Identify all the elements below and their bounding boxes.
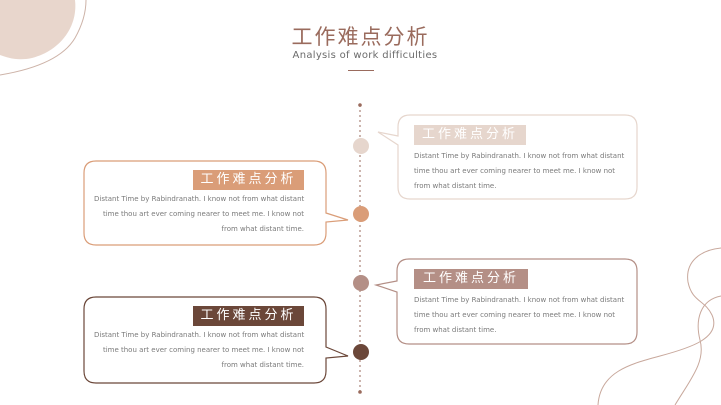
title-underline bbox=[348, 70, 374, 71]
item-text-line: Distant Time by Rabindranath. I know not… bbox=[414, 296, 625, 304]
item-tag-4: 工作难点分析 bbox=[193, 306, 304, 326]
item-tag-3: 工作难点分析 bbox=[414, 269, 528, 289]
item-text-line: time thou art ever coming nearer to meet… bbox=[102, 346, 304, 354]
item-text-line: time thou art ever coming nearer to meet… bbox=[102, 210, 304, 218]
timeline-end-dot bbox=[358, 103, 362, 107]
wave-line-shape bbox=[597, 247, 721, 405]
item-text-line: from what distant time. bbox=[414, 182, 497, 190]
item-text-line: from what distant time. bbox=[221, 361, 304, 369]
item-text-line: time thou art ever coming nearer to meet… bbox=[414, 311, 616, 319]
item-text-line: Distant Time by Rabindranath. I know not… bbox=[94, 195, 305, 203]
timeline-end-dot bbox=[358, 390, 362, 394]
page-title: 工作难点分析 bbox=[291, 25, 430, 49]
item-text-line: Distant Time by Rabindranath. I know not… bbox=[94, 331, 305, 339]
item-text-line: from what distant time. bbox=[221, 225, 304, 233]
page-subtitle: Analysis of work difficulties bbox=[292, 50, 438, 61]
item-text-line: Distant Time by Rabindranath. I know not… bbox=[414, 152, 625, 160]
wave-line-shape-2 bbox=[674, 295, 721, 405]
timeline-dot-4 bbox=[353, 344, 369, 360]
corner-blob-shape bbox=[0, 0, 76, 60]
timeline-dot-1 bbox=[353, 138, 369, 154]
timeline-dot-2 bbox=[353, 206, 369, 222]
item-tag-2: 工作难点分析 bbox=[193, 170, 304, 190]
item-tag-1: 工作难点分析 bbox=[414, 125, 526, 145]
item-text-4: Distant Time by Rabindranath. I know not… bbox=[94, 328, 304, 373]
item-text-3: Distant Time by Rabindranath. I know not… bbox=[414, 293, 624, 338]
item-text-line: time thou art ever coming nearer to meet… bbox=[414, 167, 616, 175]
timeline-dot-3 bbox=[353, 275, 369, 291]
item-text-2: Distant Time by Rabindranath. I know not… bbox=[94, 192, 304, 237]
corner-line-shape bbox=[0, 0, 87, 76]
item-text-line: from what distant time. bbox=[414, 326, 497, 334]
item-text-1: Distant Time by Rabindranath. I know not… bbox=[414, 149, 624, 194]
